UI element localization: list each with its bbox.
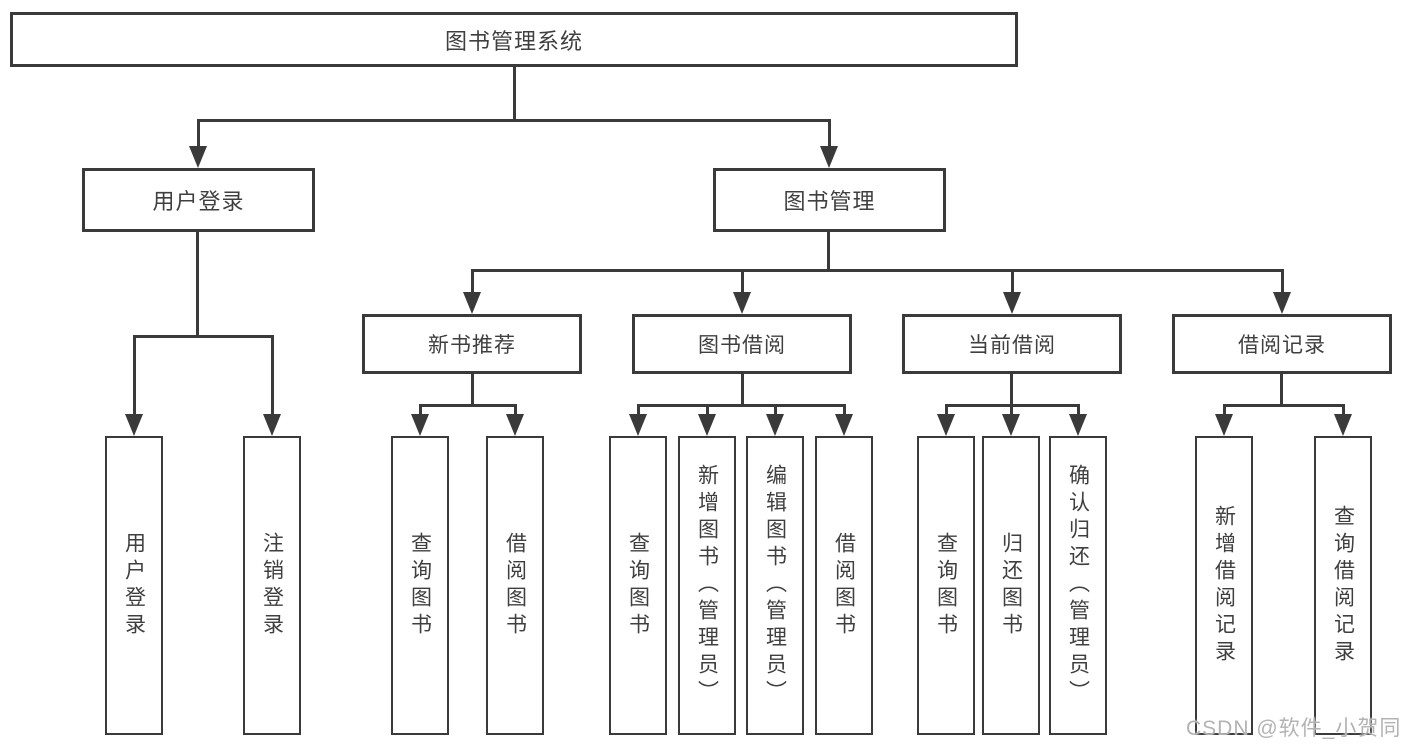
leaf-current-query-books: 查询图书 [917,436,975,735]
connector-root-stem [513,67,516,121]
connector-records-stem [1280,374,1283,407]
leaf-borrow-borrow-books-label: 借阅图书 [832,531,856,640]
leaf-return-books: 归还图书 [982,436,1040,735]
leaf-borrow-query-books: 查询图书 [609,436,667,735]
connector-userlogin-hbar [133,335,274,338]
connector-drop-cb-confirm [1077,404,1080,415]
leaf-add-borrow-record-label: 新增借阅记录 [1212,504,1236,667]
arrowhead-bb-add [698,414,716,436]
node-user-login: 用户登录 [82,168,315,232]
arrowhead-newbooks-query [411,414,429,436]
leaf-query-borrow-record-label: 查询借阅记录 [1331,504,1355,667]
arrowhead-cb-confirm [1069,414,1087,436]
node-new-book-recommend-label: 新书推荐 [428,334,516,357]
connector-drop-book-management [828,119,831,149]
connector-bookmgmt-hbar [471,269,1283,272]
leaf-newbooks-query-books-label: 查询图书 [408,531,432,640]
leaf-borrow-borrow-books: 借阅图书 [815,436,873,735]
node-root-library-system: 图书管理系统 [10,12,1018,67]
node-book-borrow-label: 图书借阅 [698,334,786,357]
connector-drop-current-borrow [1011,269,1014,293]
connector-newbooks-stem [471,374,474,407]
node-current-borrow: 当前借阅 [902,314,1122,374]
leaf-query-borrow-record: 查询借阅记录 [1314,436,1372,735]
connector-records-hbar [1223,404,1345,407]
arrowhead-newbooks-borrow [506,414,524,436]
connector-drop-book-borrow [741,269,744,293]
connector-root-hbar [197,119,831,122]
leaf-edit-book-admin-label: 编辑图书（管理员） [763,464,787,707]
connector-drop-bb-query [637,404,640,415]
connector-drop-rec-query [1342,404,1345,415]
leaf-newbooks-query-books: 查询图书 [391,436,449,735]
node-borrow-records-label: 借阅记录 [1238,334,1326,357]
leaf-return-books-label: 归还图书 [999,531,1023,640]
arrowhead-cb-return [1002,414,1020,436]
arrowhead-book-management [820,146,838,168]
arrowhead-bb-borrow [835,414,853,436]
leaf-current-query-books-label: 查询图书 [934,531,958,640]
connector-drop-bb-add [706,404,709,415]
connector-drop-rec-add [1223,404,1226,415]
connector-drop-leaf-logout [271,335,274,415]
connector-bookborrow-stem [741,374,744,407]
node-book-management-label: 图书管理 [783,189,876,214]
leaf-confirm-return-admin: 确认归还（管理员） [1049,436,1107,735]
connector-drop-new-book-recommend [471,269,474,293]
node-book-borrow: 图书借阅 [632,314,852,374]
connector-bookborrow-hbar [637,404,846,407]
connector-drop-cb-query [945,404,948,415]
node-new-book-recommend: 新书推荐 [362,314,582,374]
leaf-user-login-label: 用户登录 [122,531,146,640]
connector-drop-borrow-records [1281,269,1284,293]
connector-userlogin-stem [196,232,199,338]
arrowhead-borrow-records [1273,292,1291,314]
leaf-add-borrow-record: 新增借阅记录 [1195,436,1253,735]
connector-drop-newbooks-query [419,404,422,415]
leaf-logout-label: 注销登录 [260,531,284,640]
leaf-newbooks-borrow-books-label: 借阅图书 [503,531,527,640]
watermark: CSDN @软件_小贺同学 [1186,717,1402,740]
connector-drop-user-login [197,119,200,149]
arrowhead-leaf-user-login [125,414,143,436]
node-borrow-records: 借阅记录 [1172,314,1392,374]
connector-newbooks-hbar [419,404,517,407]
connector-currentborrow-stem [1010,374,1013,407]
arrowhead-bb-edit [766,414,784,436]
node-root-label: 图书管理系统 [444,28,583,54]
node-book-management: 图书管理 [713,168,946,232]
arrowhead-rec-query [1334,414,1352,436]
leaf-add-book-admin: 新增图书（管理员） [678,436,736,735]
leaf-confirm-return-admin-label: 确认归还（管理员） [1066,464,1090,707]
connector-bookmgmt-stem [827,232,830,272]
leaf-newbooks-borrow-books: 借阅图书 [486,436,544,735]
arrowhead-cb-query [937,414,955,436]
node-current-borrow-label: 当前借阅 [968,334,1056,357]
arrowhead-bb-query [629,414,647,436]
node-user-login-label: 用户登录 [152,189,245,214]
leaf-logout: 注销登录 [243,436,301,735]
arrowhead-book-borrow [733,292,751,314]
connector-drop-leaf-user-login [133,335,136,415]
arrowhead-new-book-recommend [463,292,481,314]
connector-drop-bb-edit [774,404,777,415]
connector-drop-bb-borrow [843,404,846,415]
arrowhead-rec-add [1215,414,1233,436]
arrowhead-user-login [189,146,207,168]
connector-drop-cb-return [1010,404,1013,415]
leaf-user-login: 用户登录 [105,436,163,735]
arrowhead-leaf-logout [263,414,281,436]
leaf-borrow-query-books-label: 查询图书 [626,531,650,640]
leaf-edit-book-admin: 编辑图书（管理员） [746,436,804,735]
connector-drop-newbooks-borrow [514,404,517,415]
arrowhead-current-borrow [1003,292,1021,314]
leaf-add-book-admin-label: 新增图书（管理员） [695,464,719,707]
